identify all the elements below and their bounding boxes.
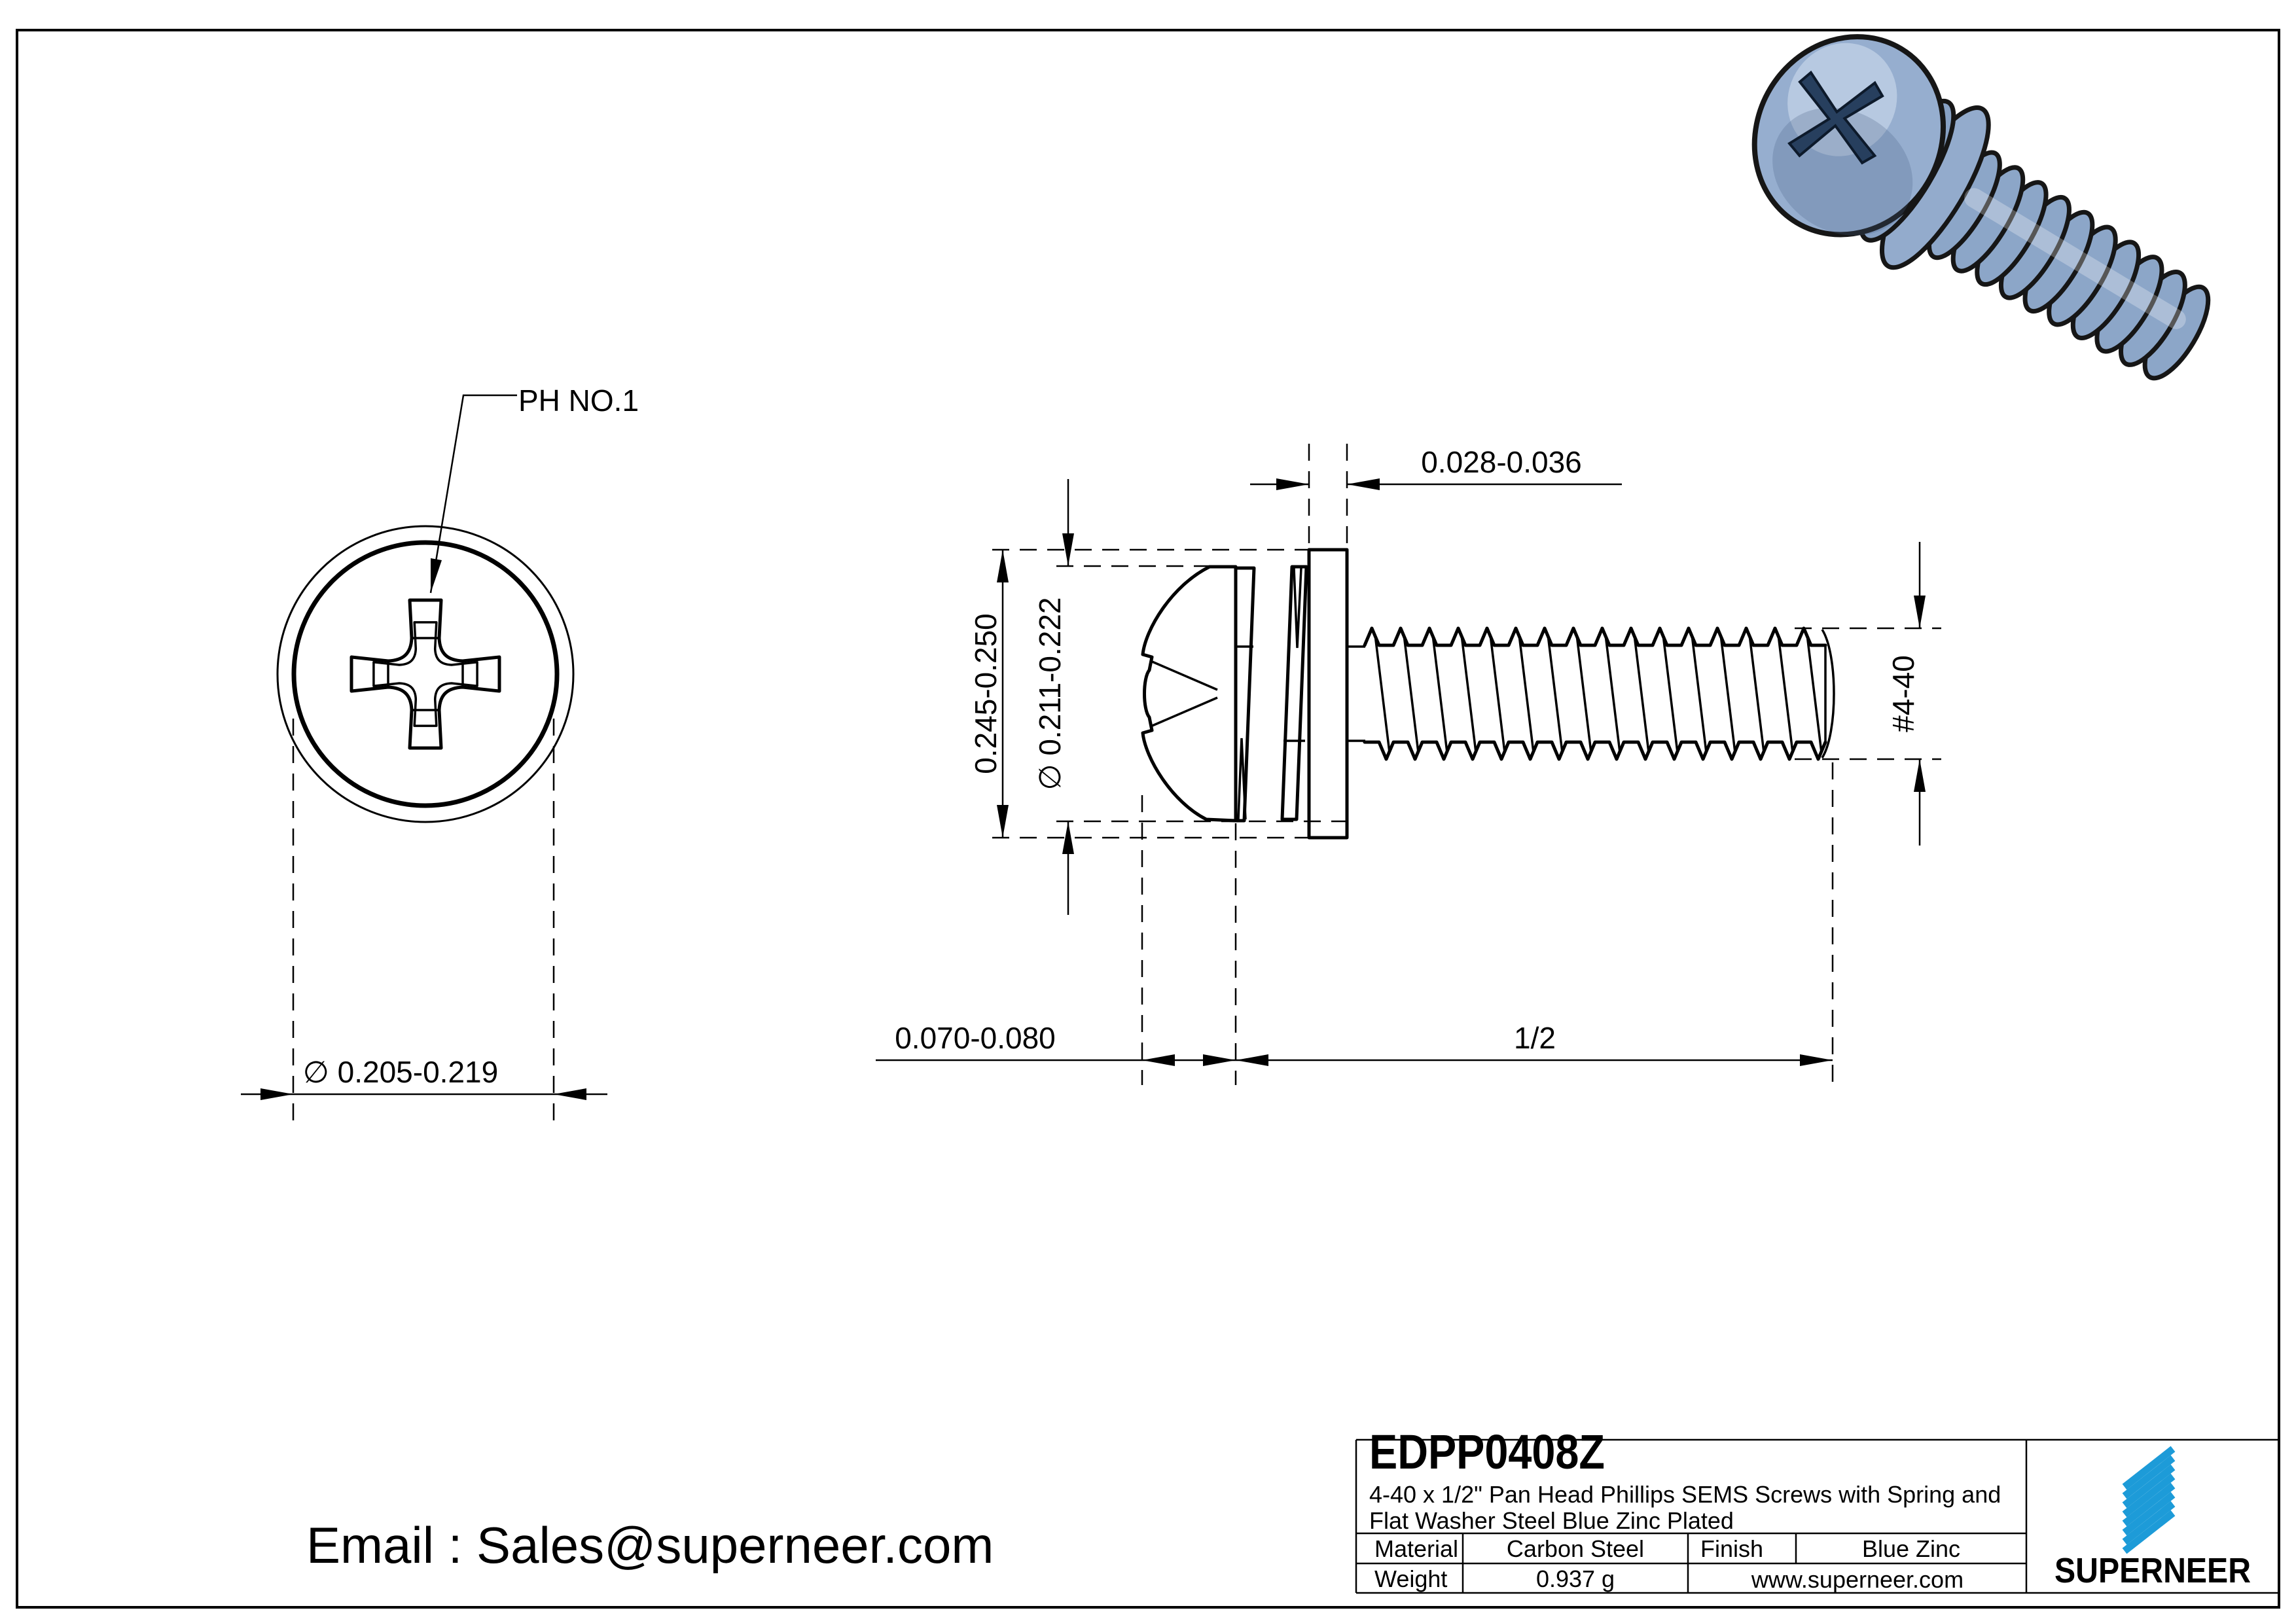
recess-depth-lines	[1150, 660, 1218, 728]
front-extension-lines	[292, 719, 555, 1122]
dim-arrow	[554, 1088, 586, 1100]
title-block-lines	[1355, 1438, 2279, 1594]
phillips-recess-inner	[372, 621, 478, 727]
dim-arrow	[260, 1088, 293, 1100]
thread-helix-lines	[1374, 634, 1823, 753]
dim-arrow	[1276, 478, 1309, 490]
thread-end-runout	[1821, 629, 1835, 758]
side-view: 0.028-0.036 0.245-0.250 ∅ 0.211-0.222 #4…	[876, 444, 1941, 1085]
thread-top-edge	[1363, 626, 1827, 647]
material-label: Material	[1374, 1535, 1458, 1562]
screw-3d-threads	[1927, 150, 2211, 381]
dim-arrow	[1203, 1054, 1236, 1066]
front-view: PH NO.1 ∅ 0.205-0.219	[241, 383, 639, 1122]
description-line2: Flat Washer Steel Blue Zinc Plated	[1369, 1507, 1734, 1534]
superneer-logo: SUPERNEER	[2054, 1446, 2251, 1590]
dim-arrow	[1236, 1054, 1268, 1066]
callout-arrowhead	[431, 558, 442, 593]
dim-washer-od: 0.245-0.250	[969, 613, 1003, 774]
ext-lines	[992, 548, 1347, 839]
page-border	[16, 29, 2280, 1609]
dim-front-head-diameter: ∅ 0.205-0.219	[303, 1055, 498, 1089]
dim-thread-spec: #4-40	[1886, 655, 1920, 732]
dim-washer-thickness: 0.028-0.036	[1421, 445, 1582, 479]
logo-stripes-icon	[2122, 1446, 2176, 1554]
flat-washer-profile	[1307, 548, 1349, 840]
callout-ph-no1: PH NO.1	[518, 383, 639, 418]
phillips-recess-outline	[350, 598, 501, 750]
callout-leader-line	[429, 394, 517, 594]
dim-thread-length: 1/2	[1514, 1021, 1556, 1055]
screw-3d-phillips-icon	[1787, 70, 1884, 165]
dim-arrow	[997, 805, 1009, 838]
pan-head-profile	[1141, 565, 1238, 823]
ext-lines	[1056, 565, 1347, 823]
part-number: EDPP0408Z	[1369, 1425, 1605, 1479]
dim-arrow	[1347, 478, 1380, 490]
spring-washer-leaf-back	[1280, 565, 1308, 821]
thread-bottom-edge	[1363, 740, 1827, 761]
description-line1: 4-40 x 1/2" Pan Head Phillips SEMS Screw…	[1369, 1481, 2001, 1508]
spring-washer-split-top	[1293, 567, 1302, 649]
brand-name: SUPERNEER	[2054, 1551, 2251, 1590]
washer-id-ledges	[1236, 645, 1365, 742]
finish-value: Blue Zinc	[1862, 1535, 1960, 1562]
dim-arrow	[1914, 759, 1926, 792]
weight-value: 0.937 g	[1536, 1565, 1615, 1592]
ext-lines	[1795, 627, 1941, 760]
material-value: Carbon Steel	[1507, 1535, 1644, 1562]
ext-lines	[1308, 444, 1348, 543]
dim-arrow	[1062, 821, 1074, 854]
ext-lines	[1141, 762, 1834, 1085]
dim-arrow	[997, 550, 1009, 582]
weight-label: Weight	[1374, 1565, 1447, 1592]
dim-arrow	[1914, 596, 1926, 628]
screw-3d-render	[1751, 34, 2211, 381]
finish-label: Finish	[1700, 1535, 1763, 1562]
flat-washer-circle	[276, 525, 575, 823]
title-block: EDPP0408Z 4-40 x 1/2" Pan Head Phillips …	[1355, 1425, 2279, 1594]
screw-3d-shine	[1964, 188, 2186, 329]
phillips-wing-lines	[387, 637, 464, 711]
spring-washer-split-bottom	[1237, 738, 1247, 820]
dim-arrow	[1142, 1054, 1175, 1066]
dim-arrow	[1062, 533, 1074, 566]
website-link[interactable]: www.superneer.com	[1751, 1566, 1964, 1593]
dim-head-height: 0.070-0.080	[895, 1021, 1056, 1055]
dim-arrow	[1800, 1054, 1833, 1066]
dim-spring-washer-od: ∅ 0.211-0.222	[1033, 597, 1067, 791]
head-circle	[291, 540, 560, 808]
email-text: Email : Sales@superneer.com	[306, 1516, 994, 1574]
